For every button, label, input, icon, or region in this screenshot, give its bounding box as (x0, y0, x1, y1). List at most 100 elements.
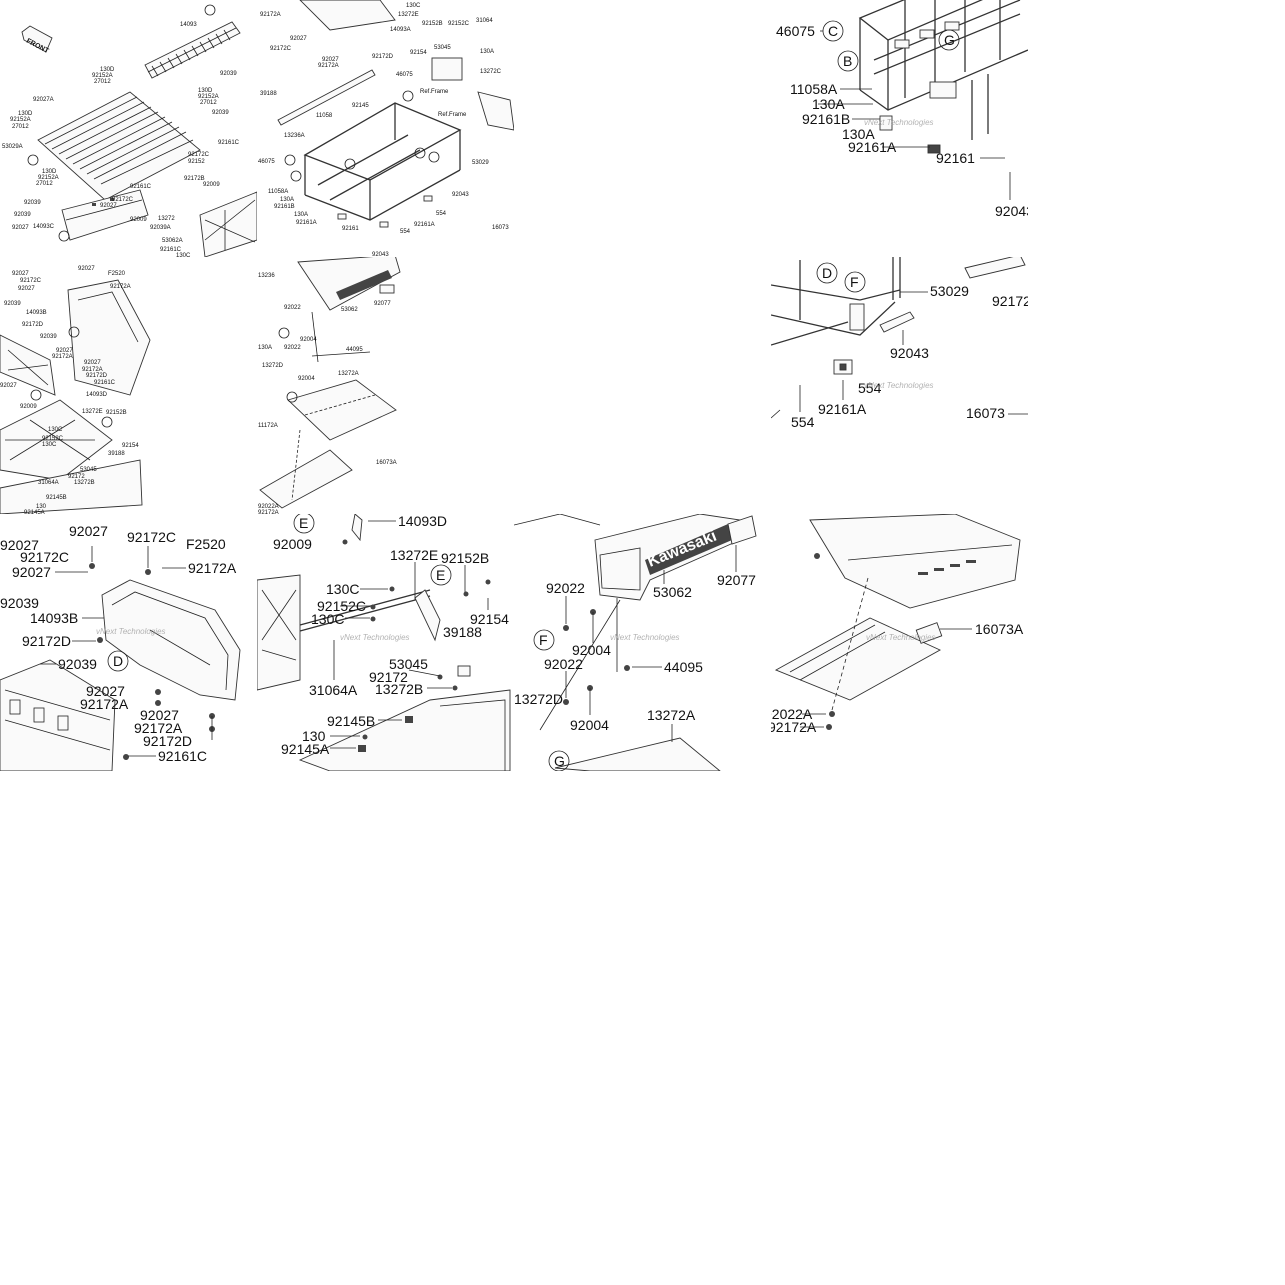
part-label: 92172A (188, 560, 237, 576)
part-label: 92172D (143, 733, 192, 749)
part-label: 39188 (443, 624, 482, 640)
part-label: 92161C (160, 247, 182, 253)
part-label: 92039 (14, 212, 31, 218)
part-label: 554 (400, 229, 411, 235)
part-label: 92154 (122, 443, 139, 449)
part-label: 92161 (342, 226, 359, 232)
part-label: 92172 (68, 474, 85, 480)
part-label: 92043 (890, 345, 929, 361)
part-label: 11172A (258, 423, 278, 429)
part-label: 92027 (140, 707, 179, 723)
part-label: 92009 (130, 217, 147, 223)
mount-pads (337, 195, 433, 228)
part-label: 92009 (20, 404, 37, 410)
part-label: 92027 (0, 537, 39, 553)
part-label: 92022 (544, 656, 583, 672)
part-label: 14093 (180, 22, 197, 28)
watermark: vNext Technologies (864, 118, 934, 127)
part-label: 92172A (52, 354, 73, 360)
part-label: 92172A (134, 720, 183, 736)
part-label: 14093B (30, 610, 78, 626)
part-label: 13272E (398, 12, 419, 18)
callout-letter: E (299, 515, 308, 531)
diagram-tile-7: D 92027 92172C 92027 92172C F2520 92027 … (0, 523, 241, 771)
callout-letters-tile-3: C B G (828, 23, 955, 69)
callouts-tile-8 (293, 514, 452, 586)
part-label: 92027 (56, 348, 73, 354)
part-label: 92027 (18, 286, 35, 292)
front-panel (61, 189, 149, 241)
part-label: 53029A (2, 144, 23, 150)
part-label: 92145B (327, 713, 375, 729)
part-label: 92172A (80, 696, 129, 712)
side-wall-zoom (0, 659, 116, 771)
callouts-tile-7 (107, 650, 129, 672)
part-label: 31064A (38, 480, 59, 486)
part-label: 13272A (647, 707, 696, 723)
kawasaki-logo (645, 524, 732, 575)
part-label: 92161C (94, 380, 116, 386)
callouts-tile-9 (533, 629, 570, 771)
part-label: 92039 (58, 656, 97, 672)
part-label: 92039A (150, 225, 171, 231)
part-label: 46075 (396, 72, 413, 78)
part-label: 92154 (470, 611, 509, 627)
part-label: 92027 (12, 564, 51, 580)
part-label: 31064A (309, 682, 358, 698)
part-label: 92027 (322, 57, 339, 63)
fastener-dots (814, 553, 835, 730)
part-label: 39188 (260, 91, 277, 97)
part-label: 130A (280, 197, 294, 203)
labels-tile-9: 92022 53062 92077 92022 92004 44095 9200… (514, 572, 756, 733)
part-label: 92172A (258, 510, 279, 516)
part-label: 92027 (12, 271, 29, 277)
part-label: 130A (258, 345, 272, 351)
part-label: 92022 (546, 580, 585, 596)
part-label: 27012 (200, 100, 217, 106)
ref-frame-label: Ref.Frame (438, 112, 467, 118)
callouts-tile-5 (278, 327, 298, 403)
reflector (727, 515, 757, 545)
leader-lines-tile-9 (565, 545, 737, 742)
part-label: 92172A (768, 719, 817, 735)
callout-letters-tile-8: E E (299, 515, 445, 583)
part-label: 92009 (203, 182, 220, 188)
side-panel (199, 191, 257, 257)
part-label: 130 (36, 504, 47, 510)
watermark: vNext Technologies (866, 633, 936, 642)
part-label: 92043 (372, 252, 389, 258)
labels-tile-2: 92172A 92027 92172C 130C 13272E 92152B 1… (258, 3, 509, 258)
part-label: 92022A (764, 706, 813, 722)
part-label: 130 (302, 728, 326, 744)
leader-lines-tile-6 (799, 291, 1028, 415)
under-plate-zoom (774, 617, 941, 701)
part-label: 92172C (20, 549, 69, 565)
callouts-tile-1 (27, 4, 216, 242)
part-label: 92077 (717, 572, 756, 588)
part-label: 53062A (162, 238, 183, 244)
part-label: 92022A (258, 504, 279, 510)
part-label: 13272E (390, 547, 438, 563)
part-label: 92039 (220, 71, 237, 77)
part-label: 92161A (818, 401, 867, 417)
part-label: 92161B (802, 111, 850, 127)
part-label: 11058A (268, 189, 288, 195)
part-label: 92172A (318, 63, 339, 69)
part-label: 92027 (86, 683, 125, 699)
part-label: 13272A (338, 371, 359, 377)
part-label: 53062 (341, 307, 358, 313)
part-label: 92039 (40, 334, 57, 340)
part-label: 130C (42, 442, 57, 448)
floor-plate-zoom (554, 737, 721, 771)
part-label: 92161B (274, 204, 295, 210)
part-label: 92152B (106, 410, 127, 416)
plate-slots (918, 560, 976, 575)
part-label: 92027 (100, 203, 117, 209)
part-label: 92172C (188, 152, 210, 158)
part-label: 92022 (284, 345, 301, 351)
callouts-tile-2 (284, 90, 440, 182)
part-label: 92152B (441, 550, 489, 566)
part-label: 92161A (848, 139, 897, 155)
cargo-bed-floor (37, 91, 201, 201)
callout-letters-tile-9: F G (539, 632, 565, 769)
